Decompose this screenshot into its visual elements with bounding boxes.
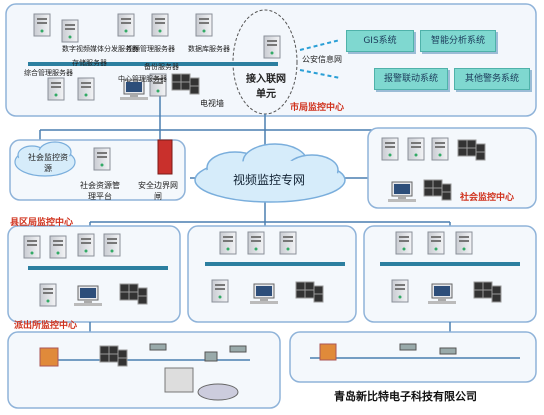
tv-wall-label: 电视墙 [200,99,224,108]
social-center-label: 社会监控中心 [460,193,515,203]
server-label-1: 数字视频媒体分发服务器 [62,45,139,53]
server-label-5: 综合管理服务器 [24,69,73,77]
system-intelligent: 智能分析系统 [420,30,496,52]
platform-label: 社会资源管理平台 [80,181,120,201]
station-frame-2 [289,331,537,383]
server-label-3: 视频管理服务器 [126,45,175,53]
district-center-label: 县区局监控中心 [10,218,74,228]
firewall-label: 安全边界网闸 [138,181,178,201]
social-resources-label: 社会监控资源 [28,153,68,173]
server-label-2: 存储服务器 [72,59,107,67]
server-label-7: 中心管理服务器 [118,75,167,83]
gateway-label: 接入联网单元 [246,74,286,100]
city-bus [28,62,278,66]
company-name: 青岛新比特电子科技有限公司 [334,390,477,403]
system-gis: GIS系统 [346,30,414,52]
system-other: 其他警务系统 [454,68,530,90]
station-center-label: 派出所监控中心 [14,321,78,331]
system-alarm: 报警联动系统 [374,68,448,90]
police-net-label: 公安信息网 [302,55,342,64]
server-label-4: 数据库服务器 [188,45,230,53]
cloud-label: 视频监控专网 [233,173,306,187]
server-label-6: 备份服务器 [144,63,179,71]
city-center-label: 市局监控中心 [290,103,345,113]
